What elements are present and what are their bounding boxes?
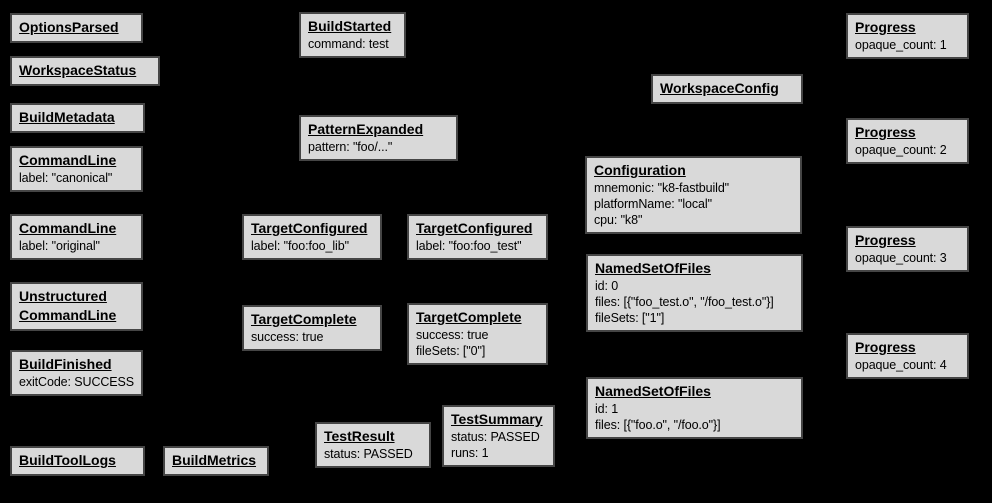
event-type-title: TargetComplete bbox=[251, 311, 357, 327]
event-field-line: opaque_count: 2 bbox=[855, 143, 947, 157]
event-field-line: success: true bbox=[251, 330, 324, 344]
event-box-workspace-config: WorkspaceConfig bbox=[651, 74, 803, 104]
event-type-title: Unstructured CommandLine bbox=[19, 288, 117, 323]
event-field-line: exitCode: SUCCESS bbox=[19, 375, 135, 389]
event-type-title: BuildFinished bbox=[19, 356, 112, 372]
event-field-line: cpu: "k8" bbox=[594, 213, 643, 227]
event-field-line: files: [{"foo.o", "/foo.o"}] bbox=[595, 418, 721, 432]
event-field-line: status: PASSED bbox=[451, 430, 540, 444]
event-type-title: BuildMetrics bbox=[172, 452, 257, 468]
event-box-named-set-of-files-1: NamedSetOfFiles id: 1 files: [{"foo.o", … bbox=[586, 377, 803, 439]
event-box-options-parsed: OptionsParsed bbox=[10, 13, 143, 43]
event-box-command-line-canonical: CommandLine label: "canonical" bbox=[10, 146, 143, 192]
event-box-test-summary: TestSummary status: PASSED runs: 1 bbox=[442, 405, 555, 467]
event-box-target-complete-foo-lib: TargetComplete success: true bbox=[242, 305, 382, 351]
event-type-title: TestResult bbox=[324, 428, 395, 444]
event-type-title: OptionsParsed bbox=[19, 19, 119, 35]
event-field-line: opaque_count: 4 bbox=[855, 358, 947, 372]
event-box-build-metrics: BuildMetrics bbox=[163, 446, 269, 476]
event-type-title: BuildMetadata bbox=[19, 109, 115, 125]
event-field-line: runs: 1 bbox=[451, 446, 489, 460]
event-type-title: NamedSetOfFiles bbox=[595, 260, 711, 276]
event-box-unstructured-command-line: Unstructured CommandLine bbox=[10, 282, 143, 331]
event-box-pattern-expanded: PatternExpanded pattern: "foo/..." bbox=[299, 115, 458, 161]
event-field-line: label: "foo:foo_test" bbox=[416, 239, 522, 253]
event-box-build-finished: BuildFinished exitCode: SUCCESS bbox=[10, 350, 143, 396]
event-box-named-set-of-files-0: NamedSetOfFiles id: 0 files: [{"foo_test… bbox=[586, 254, 803, 332]
event-type-title: TargetConfigured bbox=[251, 220, 368, 236]
event-box-configuration: Configuration mnemonic: "k8-fastbuild" p… bbox=[585, 156, 802, 234]
event-field-line: files: [{"foo_test.o", "/foo_test.o"}] bbox=[595, 295, 774, 309]
event-type-title: Progress bbox=[855, 232, 916, 248]
event-field-line: id: 0 bbox=[595, 279, 619, 293]
event-field-line: label: "original" bbox=[19, 239, 100, 253]
event-type-title: Progress bbox=[855, 19, 916, 35]
event-box-build-started: BuildStarted command: test bbox=[299, 12, 406, 58]
event-type-title: Progress bbox=[855, 124, 916, 140]
event-field-line: status: PASSED bbox=[324, 447, 413, 461]
event-field-line: opaque_count: 3 bbox=[855, 251, 947, 265]
event-box-progress-3: Progress opaque_count: 3 bbox=[846, 226, 969, 272]
event-type-title: WorkspaceConfig bbox=[660, 80, 779, 96]
event-field-line: id: 1 bbox=[595, 402, 619, 416]
event-box-progress-2: Progress opaque_count: 2 bbox=[846, 118, 969, 164]
event-field-line: fileSets: ["1"] bbox=[595, 311, 665, 325]
event-box-build-tool-logs: BuildToolLogs bbox=[10, 446, 145, 476]
event-type-title: BuildStarted bbox=[308, 18, 392, 34]
event-type-title: Configuration bbox=[594, 162, 686, 178]
event-box-target-configured-foo-lib: TargetConfigured label: "foo:foo_lib" bbox=[242, 214, 382, 260]
event-field-line: opaque_count: 1 bbox=[855, 38, 947, 52]
event-field-line: pattern: "foo/..." bbox=[308, 140, 393, 154]
event-box-workspace-status: WorkspaceStatus bbox=[10, 56, 160, 86]
event-type-title: Progress bbox=[855, 339, 916, 355]
event-type-title: TestSummary bbox=[451, 411, 543, 427]
event-box-target-complete-foo-test: TargetComplete success: true fileSets: [… bbox=[407, 303, 548, 365]
event-type-title: CommandLine bbox=[19, 152, 117, 168]
event-field-line: label: "foo:foo_lib" bbox=[251, 239, 349, 253]
event-type-title: BuildToolLogs bbox=[19, 452, 116, 468]
event-box-target-configured-foo-test: TargetConfigured label: "foo:foo_test" bbox=[407, 214, 548, 260]
event-field-line: command: test bbox=[308, 37, 389, 51]
event-type-title: NamedSetOfFiles bbox=[595, 383, 711, 399]
event-field-line: mnemonic: "k8-fastbuild" bbox=[594, 181, 730, 195]
event-type-title: PatternExpanded bbox=[308, 121, 424, 137]
event-field-line: label: "canonical" bbox=[19, 171, 113, 185]
event-field-line: fileSets: ["0"] bbox=[416, 344, 486, 358]
event-type-title: TargetConfigured bbox=[416, 220, 533, 236]
event-box-progress-1: Progress opaque_count: 1 bbox=[846, 13, 969, 59]
event-box-test-result: TestResult status: PASSED bbox=[315, 422, 431, 468]
event-type-title: TargetComplete bbox=[416, 309, 522, 325]
event-type-title: WorkspaceStatus bbox=[19, 62, 137, 78]
event-field-line: platformName: "local" bbox=[594, 197, 712, 211]
event-box-command-line-original: CommandLine label: "original" bbox=[10, 214, 143, 260]
event-box-progress-4: Progress opaque_count: 4 bbox=[846, 333, 969, 379]
event-field-line: success: true bbox=[416, 328, 489, 342]
event-type-title: CommandLine bbox=[19, 220, 117, 236]
event-box-build-metadata: BuildMetadata bbox=[10, 103, 145, 133]
